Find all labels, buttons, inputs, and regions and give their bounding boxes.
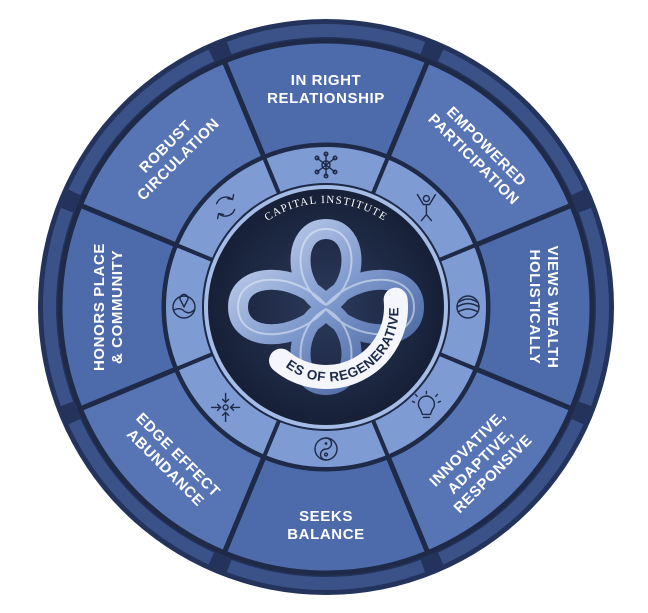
sphere-icon [456, 295, 480, 319]
outer-ring-tile [226, 559, 426, 591]
segment-label-line: RELATIONSHIP [267, 90, 385, 107]
outer-ring-tile [578, 207, 609, 407]
segment-ring [57, 38, 595, 576]
segment-label-line: HONORS PLACE [91, 243, 108, 371]
outer-ring-tile [437, 418, 584, 565]
segment-label-line: HOLISTICALLY [526, 250, 543, 365]
principles-band [269, 287, 408, 389]
lightbulb-icon [411, 390, 442, 419]
segment-label-line: SEEKS [299, 508, 353, 525]
yin-yang-icon [314, 437, 338, 461]
outer-ring-tile [68, 418, 215, 565]
outer-ring-tile [226, 23, 426, 55]
segment-label-line: BALANCE [287, 526, 365, 543]
map-pin-icon [172, 293, 196, 319]
segment-label-line: & COMMUNITY [109, 250, 126, 364]
segment-label-line: IN RIGHT [291, 72, 362, 89]
outer-ring-tile [68, 49, 215, 196]
outer-ring-tile [42, 207, 74, 407]
converging-arrows-icon [210, 392, 241, 423]
segment-label: HONORS PLACE& COMMUNITY [91, 243, 126, 371]
network-icon [314, 151, 338, 179]
raised-arms-icon [416, 193, 437, 222]
outer-ring-tile [437, 49, 584, 196]
cycle-arrows-icon [215, 193, 236, 220]
icon-layer [172, 151, 480, 461]
infinity-knot-logo [228, 219, 424, 395]
segment-label-line: VIEWS WEALTH [544, 246, 561, 369]
